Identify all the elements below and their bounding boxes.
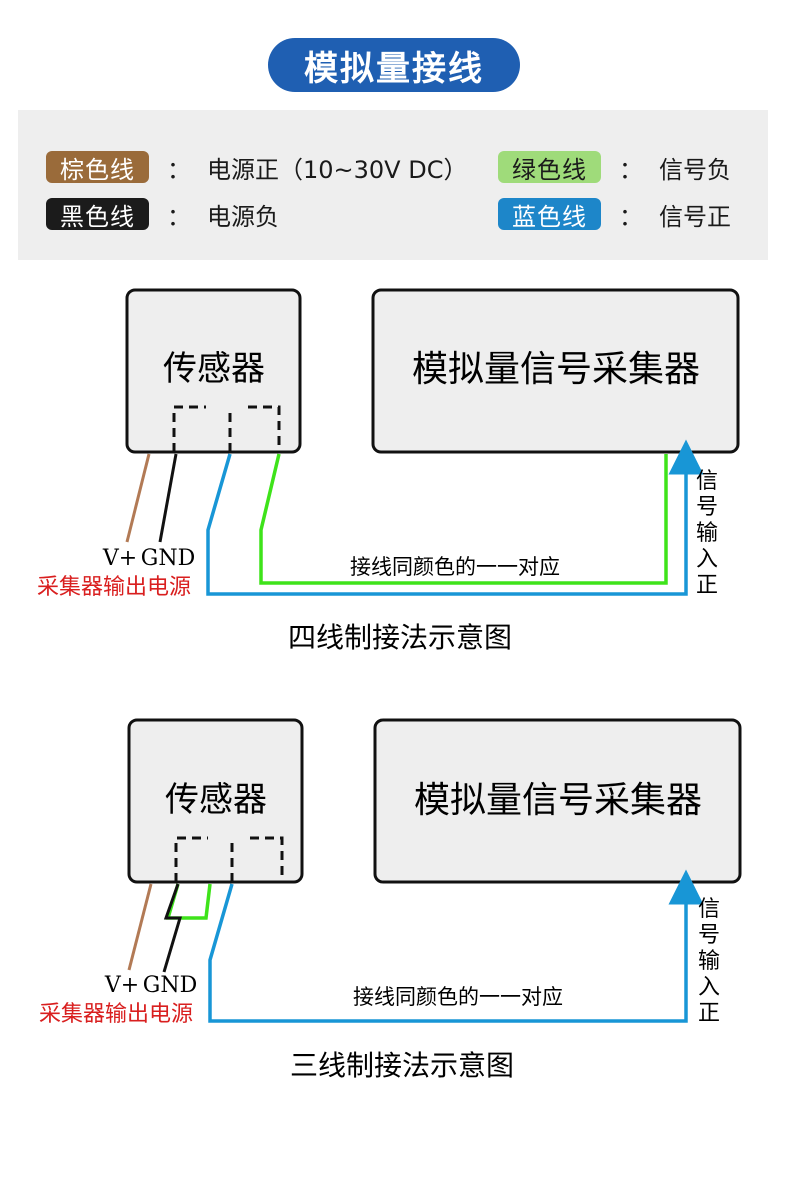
legend-tag-green: 绿色线: [498, 151, 601, 184]
four-wire-caption: 四线制接法示意图: [288, 621, 512, 654]
legend-colon: ：: [167, 155, 191, 184]
three-wire-sensor-label: 传感器: [165, 780, 267, 820]
three-wire-caption: 三线制接法示意图: [290, 1049, 514, 1082]
three-wire-vplus-label: V+: [104, 973, 139, 998]
legend-colon: ：: [167, 202, 191, 231]
signal-input-char: 正: [698, 1001, 720, 1026]
signal-input-char: 输: [698, 949, 720, 974]
three-wire-same-color-label: 接线同颜色的一一对应: [353, 985, 563, 1009]
four-wire-black-wire: [158, 453, 178, 543]
legend-item-black: 黑色线 ： 电源负: [46, 197, 279, 231]
four-wire-blue-wire: [206, 439, 704, 596]
three-wire-terminal-bracket: [174, 836, 208, 882]
legend-item-blue: 蓝色线 ： 信号正: [498, 197, 731, 231]
three-wire-power-label: 采集器输出电源: [39, 1002, 193, 1027]
signal-input-char: 入: [696, 547, 718, 572]
legend-item-green: 绿色线 ： 信号负: [498, 150, 731, 184]
legend-desc-green: 信号负: [659, 155, 731, 184]
three-wire-green-wire: [165, 883, 212, 920]
legend-tag-brown: 棕色线: [46, 151, 149, 184]
legend-desc-blue: 信号正: [659, 202, 731, 231]
signal-input-char: 正: [696, 573, 718, 598]
signal-input-char: 入: [698, 975, 720, 1000]
legend-item-brown: 棕色线 ： 电源正（10~30V DC）: [46, 150, 467, 184]
four-wire-terminal-bracket: [172, 405, 206, 452]
three-wire-diagram: 传感器 模拟量信号采集器 V+ GND 采集器输出电源 接线同颜色的一一对应 信…: [39, 718, 742, 1082]
signal-input-char: 输: [696, 521, 718, 546]
four-wire-sensor-box: [125, 288, 302, 454]
legend-desc-black: 电源负: [207, 202, 279, 231]
four-wire-gnd-label: GND: [141, 546, 195, 571]
three-wire-terminal-bracket: [250, 836, 284, 882]
wire-legend: 棕色线 ： 电源正（10~30V DC） 黑色线 ： 电源负 绿色线 ： 信号负…: [18, 110, 768, 260]
three-wire-brown-wire: [127, 883, 153, 971]
three-wire-black-wire: [162, 883, 183, 973]
page-title: 模拟量接线: [268, 38, 520, 92]
signal-input-char: 号: [698, 923, 720, 948]
four-wire-terminal-bracket: [248, 405, 281, 452]
four-wire-collector-label: 模拟量信号采集器: [412, 349, 700, 390]
legend-tag-blue: 蓝色线: [498, 198, 601, 231]
four-wire-collector-box: [371, 288, 740, 454]
four-wire-signal-input-label: 信 号 输 入 正: [696, 469, 718, 598]
four-wire-vplus-label: V+: [102, 546, 137, 571]
three-wire-blue-wire: [208, 869, 704, 1023]
legend-desc-brown: 电源正（10~30V DC）: [207, 155, 468, 184]
signal-input-char: 信: [698, 897, 720, 922]
three-wire-gnd-label: GND: [143, 973, 197, 998]
legend-colon: ：: [619, 202, 643, 231]
four-wire-brown-wire: [125, 453, 151, 543]
four-wire-diagram: 传感器 模拟量信号采集器 V+ GND 采集器输出电源 接线同颜色的一一对应 信…: [37, 288, 740, 654]
legend-colon: ：: [619, 155, 643, 184]
signal-input-char: 号: [696, 495, 718, 520]
four-wire-green-wire: [259, 453, 668, 585]
three-wire-collector-box: [373, 718, 742, 884]
signal-input-char: 信: [696, 469, 718, 494]
four-wire-same-color-label: 接线同颜色的一一对应: [350, 555, 560, 579]
four-wire-power-label: 采集器输出电源: [37, 575, 191, 600]
three-wire-sensor-box: [127, 718, 304, 884]
three-wire-collector-label: 模拟量信号采集器: [414, 780, 702, 821]
four-wire-sensor-label: 传感器: [163, 349, 265, 389]
three-wire-signal-input-label: 信 号 输 入 正: [698, 897, 720, 1026]
legend-tag-black: 黑色线: [46, 198, 149, 231]
